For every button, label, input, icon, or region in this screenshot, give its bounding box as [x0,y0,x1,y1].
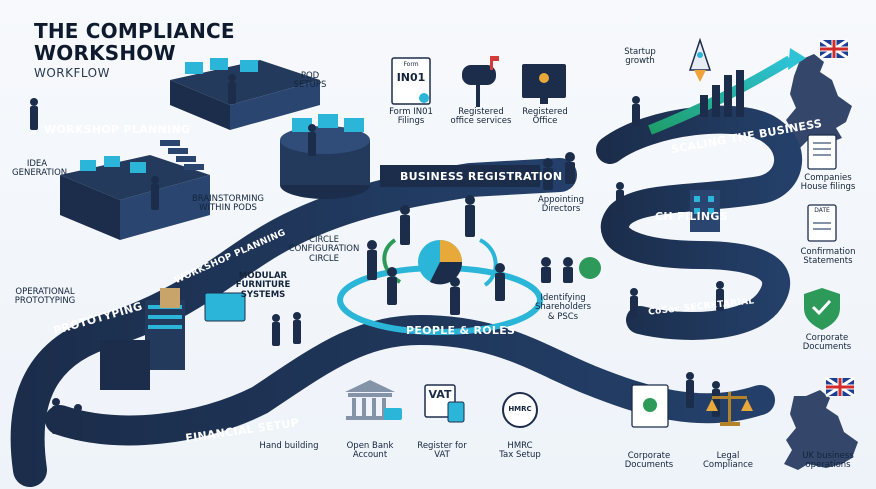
office-pods-upper [170,58,320,130]
label-hmrc-tax-setup: HMRC Tax Setup [499,441,541,461]
title-line-1: THE COMPLIANCE [34,19,235,43]
scaling-spiral [596,105,802,340]
label-identifying-shareholders: Identifying Shareholders & PSCs [534,293,592,322]
label-legal-compliance: Legal Compliance [702,451,754,471]
scales-icon [706,392,753,426]
circle-arrow-2 [478,238,498,287]
mailbox-icon [462,56,499,107]
label-circle-configuration: CIRCLE CONFIGURATION CIRCLE [288,235,360,264]
growth-bars [700,70,744,117]
label-registered-office: Registered Office [522,107,568,127]
vat-icon-text: VAT [428,388,452,401]
road-label-people-roles: PEOPLE & ROLES [406,324,516,337]
label-open-bank-account: Open Bank Account [346,441,394,461]
pod-cylinder [280,114,370,199]
page-title: THE COMPLIANCE WORKSHOW [34,20,235,64]
hmrc-icon-text: HMRC [508,405,532,413]
label-modular-furniture: MODULAR FURNITURE SYSTEMS [235,271,291,300]
page-subtitle: WORKFLOW [34,66,110,80]
map-screen-icon [522,64,566,104]
uk-flag-bottom [825,376,855,398]
label-corporate-documents-right: Corporate Documents [802,333,852,353]
label-appointing-directors: Appointing Directors [537,195,585,215]
building-icon [690,190,720,232]
confirmation-doc-icon [807,204,837,242]
growth-arrowhead [788,48,806,70]
label-brainstorming: BRAINSTORMING WITHIN PODS [191,194,265,214]
label-uk-business-operations: UK business operations [802,451,854,471]
hmrc-seal-icon [502,392,538,428]
workflow-road [10,158,577,487]
label-pod-setups: POD SETUPS [293,71,327,91]
uk-map-bottom [784,390,858,470]
vat-calculator-icon [424,384,465,423]
label-operational-prototyping: OPERATIONAL PROTOTYPING [14,287,76,307]
rocket-icon [688,37,712,82]
companies-house-doc-icon [807,134,837,170]
date-icon-text: DATE [814,207,830,214]
label-hand-building: Hand building [259,441,319,451]
people-figures [30,74,724,440]
label-idea-generation: IDEA GENERATION [12,159,68,179]
shield-check-icon [804,288,840,330]
label-startup-growth: Startup growth [624,47,656,67]
stairs [160,140,204,170]
office-pods-lower [60,155,210,240]
people-roles-circle [337,240,543,335]
uk-map-top [784,54,852,150]
uk-flag-top [819,38,849,60]
road-label-ch-filings: CH FILINGS [655,210,728,223]
certificate-icon [631,384,669,428]
label-form-in01: Form IN01 Filings [389,107,433,127]
label-confirmation-statements: Confirmation Statements [800,247,856,267]
money-bag-icon [579,257,601,279]
label-register-vat: Register for VAT [417,441,467,461]
label-companies-house-filings: Companies House filings [800,173,856,193]
form-in01-icon [391,57,431,105]
road-label-business-registration: BUSINESS REGISTRATION [400,170,563,183]
server-racks [100,288,246,390]
label-registered-office-services: Registered office services [450,107,512,127]
form-icon-code: IN01 [396,71,426,84]
label-corporate-documents-bottom: Corporate Documents [624,451,674,471]
bank-icon [345,380,402,420]
road-label-workshop-planning: WORKSHOP PLANNING [44,123,191,136]
title-line-2: WORKSHOW [34,41,176,65]
form-icon-word: Form [403,61,419,68]
